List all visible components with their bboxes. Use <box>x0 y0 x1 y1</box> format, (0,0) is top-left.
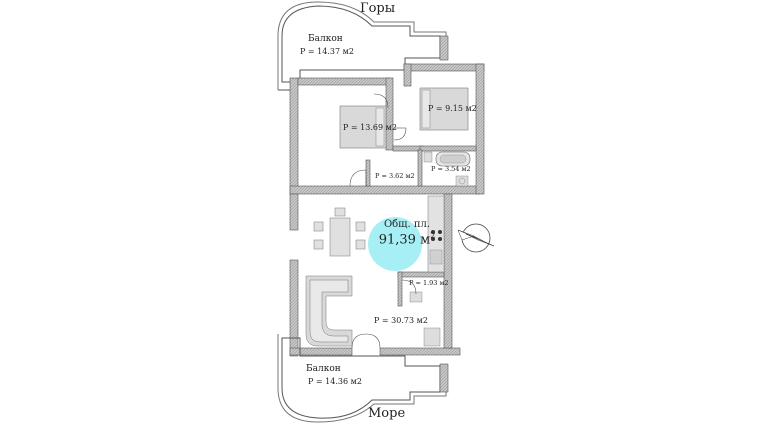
hall-small-area: P = 3.62 м2 <box>375 172 415 180</box>
balcony-top-area: P = 14.37 м2 <box>300 47 354 56</box>
bed-icon <box>419 87 469 131</box>
bathroom-area: P = 3.54 м2 <box>431 165 471 173</box>
bathtub-icon <box>423 151 471 187</box>
total-area-number: 91,39 м <box>378 232 431 248</box>
sofa-icon <box>305 275 353 347</box>
bedroom-1-area: P = 13.69 м2 <box>343 123 397 132</box>
balcony-bottom <box>277 334 449 423</box>
balcony-top-name: Балкон <box>308 34 343 44</box>
compass-icon <box>457 223 495 253</box>
wc-area: P = 1.93 м2 <box>409 279 449 287</box>
total-area-unit-sup: 2 <box>430 231 436 240</box>
living-area: P = 30.73 м2 <box>374 316 428 325</box>
bedroom-2-area: P = 9.15 м2 <box>428 104 477 113</box>
stove-icon <box>427 195 445 273</box>
orientation-bottom-label: Море <box>368 406 406 421</box>
orientation-top-label: Горы <box>360 1 396 16</box>
lower-rooms-walls <box>289 193 461 357</box>
total-area-label: Общ. пл. <box>383 219 431 230</box>
upper-rooms-walls <box>289 63 485 195</box>
balcony-bottom-area: P = 14.36 м2 <box>308 377 362 386</box>
total-area-value: 91,39 м2 <box>372 231 442 247</box>
total-area-text: Общ. пл. 91,39 м2 <box>372 219 442 247</box>
dining-table-icon <box>313 207 366 257</box>
bed-icon <box>339 105 387 149</box>
balcony-bottom-name: Балкон <box>306 364 341 374</box>
total-area-badge <box>368 217 422 271</box>
